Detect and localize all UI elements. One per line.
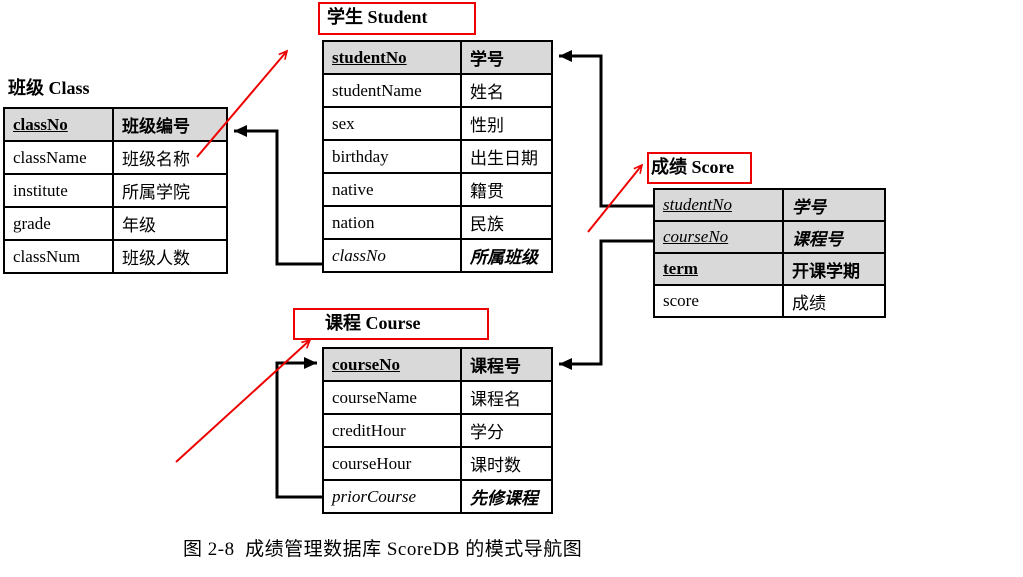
- field-name: studentName: [322, 73, 462, 108]
- table-row: classNo 班级编号: [3, 107, 228, 142]
- table-row: native 籍贯: [322, 172, 553, 207]
- field-label: 学号: [460, 40, 553, 75]
- class-table: classNo 班级编号 className 班级名称 institute 所属…: [3, 107, 228, 274]
- course-table-title: 课程 Course: [325, 313, 421, 333]
- table-row: courseNo 课程号: [322, 347, 553, 382]
- connector-score-studentno-to-student: [559, 50, 653, 208]
- field-label: 性别: [460, 106, 553, 141]
- table-row: score 成绩: [653, 284, 886, 318]
- field-name: courseNo: [322, 347, 462, 382]
- field-name: className: [3, 140, 114, 175]
- field-name: term: [653, 252, 784, 286]
- table-row: classNum 班级人数: [3, 239, 228, 274]
- table-row: courseNo 课程号: [653, 220, 886, 254]
- field-name: sex: [322, 106, 462, 141]
- field-name: nation: [322, 205, 462, 240]
- field-label: 课程号: [782, 220, 886, 254]
- field-name: priorCourse: [322, 479, 462, 514]
- field-label: 班级编号: [112, 107, 228, 142]
- table-row: studentNo 学号: [322, 40, 553, 75]
- field-name: grade: [3, 206, 114, 241]
- table-row: nation 民族: [322, 205, 553, 240]
- table-row: className 班级名称: [3, 140, 228, 175]
- field-label: 籍贯: [460, 172, 553, 207]
- table-row: courseHour 课时数: [322, 446, 553, 481]
- field-label: 先修课程: [460, 479, 553, 514]
- table-row: term 开课学期: [653, 252, 886, 286]
- red-arrow-to-score-title: [587, 163, 644, 233]
- field-name: classNum: [3, 239, 114, 274]
- table-row: courseName 课程名: [322, 380, 553, 415]
- field-label: 学号: [782, 188, 886, 222]
- table-row: grade 年级: [3, 206, 228, 241]
- field-name: creditHour: [322, 413, 462, 448]
- field-name: courseName: [322, 380, 462, 415]
- field-label: 年级: [112, 206, 228, 241]
- connector-course-priorcourse-self: [275, 357, 322, 499]
- field-label: 课时数: [460, 446, 553, 481]
- connector-score-courseno-to-course: [559, 239, 653, 370]
- table-row: creditHour 学分: [322, 413, 553, 448]
- field-name: birthday: [322, 139, 462, 174]
- field-label: 民族: [460, 205, 553, 240]
- score-table: studentNo 学号 courseNo 课程号 term 开课学期 scor…: [653, 188, 886, 318]
- student-table: studentNo 学号 studentName 姓名 sex 性别 birth…: [322, 40, 553, 273]
- course-table-title-box: 课程 Course: [293, 308, 489, 340]
- course-table: courseNo 课程号 courseName 课程名 creditHour 学…: [322, 347, 553, 514]
- student-table-title-box: 学生 Student: [318, 2, 476, 35]
- class-table-title: 班级 Class: [8, 78, 90, 98]
- field-name: native: [322, 172, 462, 207]
- table-row: studentName 姓名: [322, 73, 553, 108]
- score-table-title: 成绩 Score: [651, 157, 735, 177]
- field-name: studentNo: [653, 188, 784, 222]
- field-name: studentNo: [322, 40, 462, 75]
- field-name: classNo: [3, 107, 114, 142]
- table-row: priorCourse 先修课程: [322, 479, 553, 514]
- field-label: 姓名: [460, 73, 553, 108]
- field-label: 所属学院: [112, 173, 228, 208]
- table-row: institute 所属学院: [3, 173, 228, 208]
- field-label: 成绩: [782, 284, 886, 318]
- connector-student-classno-to-class: [234, 125, 322, 266]
- figure-caption: 图 2-8 成绩管理数据库 ScoreDB 的模式导航图: [183, 539, 583, 560]
- field-name: score: [653, 284, 784, 318]
- field-label: 所属班级: [460, 238, 553, 273]
- table-row: studentNo 学号: [653, 188, 886, 222]
- score-table-title-box: 成绩 Score: [647, 152, 752, 184]
- field-label: 学分: [460, 413, 553, 448]
- table-row: sex 性别: [322, 106, 553, 141]
- field-label: 课程号: [460, 347, 553, 382]
- table-row: classNo 所属班级: [322, 238, 553, 273]
- field-name: institute: [3, 173, 114, 208]
- table-row: birthday 出生日期: [322, 139, 553, 174]
- field-label: 班级人数: [112, 239, 228, 274]
- field-label: 课程名: [460, 380, 553, 415]
- field-label: 出生日期: [460, 139, 553, 174]
- field-name: classNo: [322, 238, 462, 273]
- field-name: courseNo: [653, 220, 784, 254]
- red-arrow-to-course-title: [175, 338, 312, 463]
- field-name: courseHour: [322, 446, 462, 481]
- field-label: 开课学期: [782, 252, 886, 286]
- student-table-title: 学生 Student: [327, 7, 428, 27]
- field-label: 班级名称: [112, 140, 228, 175]
